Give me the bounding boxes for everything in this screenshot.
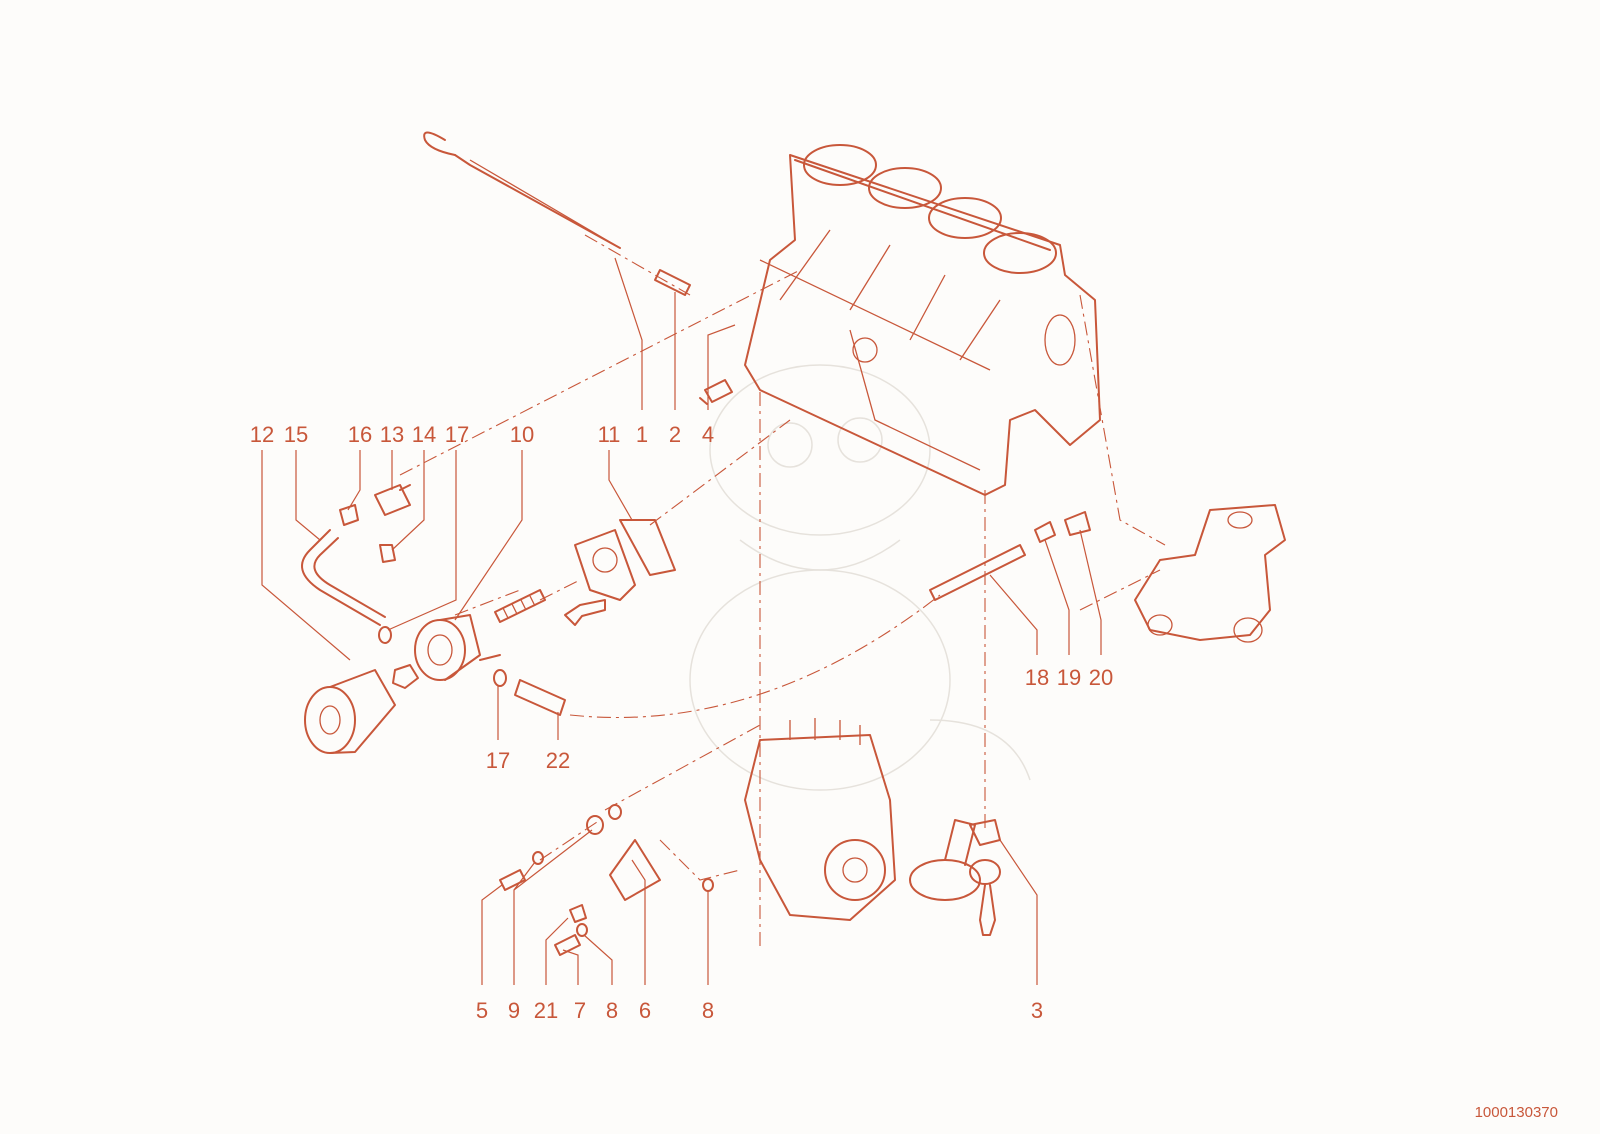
callout-15: 15 (284, 422, 308, 447)
oil-filter-bracket (574, 519, 676, 601)
callout-1: 1 (636, 422, 648, 447)
callout-13: 13 (380, 422, 404, 447)
relief-spring (494, 589, 546, 623)
oil-cooler (414, 614, 501, 681)
bracket-bolt (564, 599, 606, 626)
callout-16: 16 (348, 422, 372, 447)
callout-4: 4 (702, 422, 714, 447)
oil-pipe-lower (514, 679, 566, 716)
thermostat-housing (1134, 504, 1286, 643)
dipstick-guide (654, 269, 691, 296)
callout-17-lower: 17 (486, 748, 510, 773)
oil-pressure-switch (699, 379, 733, 405)
callout-22: 22 (546, 748, 570, 773)
watermark-mascot (689, 364, 1031, 791)
oil-strainer (909, 819, 1001, 936)
callout-2: 2 (669, 422, 681, 447)
callout-10: 10 (510, 422, 534, 447)
filter-nut (392, 664, 419, 689)
fitting-9 (586, 804, 622, 835)
return-pipe (929, 544, 1026, 601)
washer-9 (532, 851, 544, 865)
oil-dipstick (423, 131, 621, 249)
callout-3: 3 (1031, 998, 1043, 1023)
washer-8-right (702, 878, 714, 892)
banjo-bolt (499, 869, 526, 891)
nut-21 (569, 904, 587, 923)
fuel-injection-pump (744, 718, 896, 921)
callout-8-left: 8 (606, 998, 618, 1023)
oil-filter-cartridge (304, 669, 396, 754)
bolt-7 (554, 934, 581, 956)
copper-washer-upper (378, 626, 392, 644)
pipe-union (339, 484, 411, 563)
copper-washer-lower (493, 669, 507, 687)
callout-19: 19 (1057, 665, 1081, 690)
callout-labels: 12 15 16 13 14 17 10 11 1 2 4 18 19 20 1… (250, 422, 1113, 1023)
washer-8-left (576, 923, 588, 937)
callout-7: 7 (574, 998, 586, 1023)
hose-clamp (1034, 521, 1056, 543)
callout-5: 5 (476, 998, 488, 1023)
callout-6: 6 (639, 998, 651, 1023)
callout-8-right: 8 (702, 998, 714, 1023)
callout-18: 18 (1025, 665, 1049, 690)
assembly-lines (399, 234, 1166, 950)
callout-12: 12 (250, 422, 274, 447)
oil-pipe (301, 529, 386, 626)
elbow-fitting (1064, 511, 1091, 536)
document-id: 1000130370 (1475, 1104, 1558, 1121)
callout-9: 9 (508, 998, 520, 1023)
callout-14: 14 (412, 422, 436, 447)
callout-17-upper: 17 (445, 422, 469, 447)
callout-21: 21 (534, 998, 558, 1023)
pump-bracket (609, 839, 661, 901)
callout-11: 11 (598, 422, 621, 447)
cylinder-block (744, 144, 1101, 496)
callout-20: 20 (1089, 665, 1113, 690)
leader-lines (261, 257, 1102, 985)
